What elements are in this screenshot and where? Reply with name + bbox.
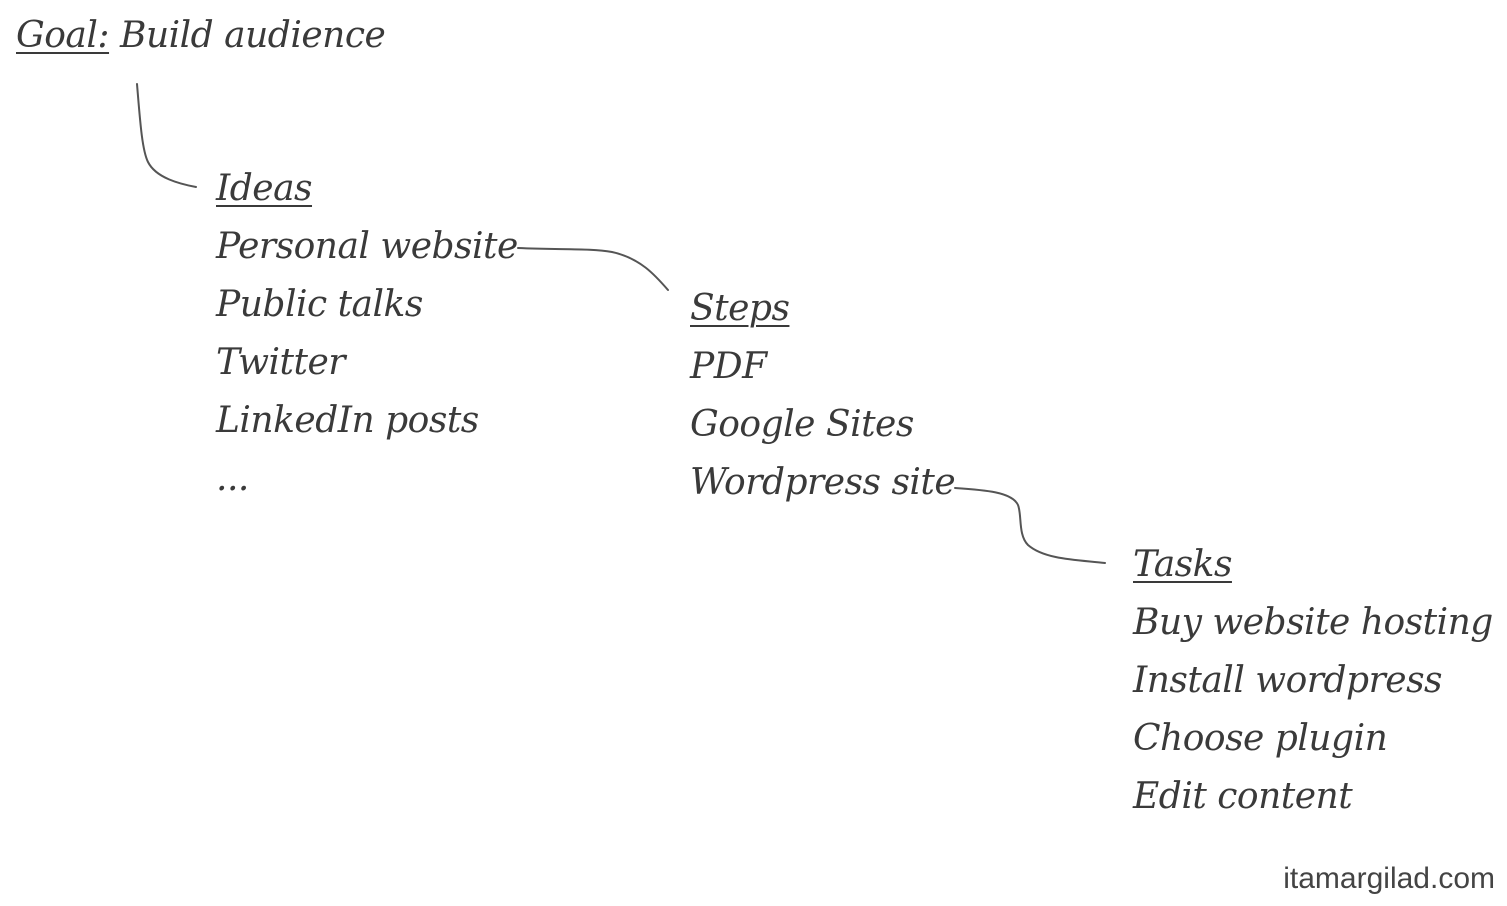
ideas-list: Ideas Personal website Public talks Twit… [216, 160, 518, 508]
steps-list: Steps PDF Google Sites Wordpress site [690, 280, 956, 512]
list-item: Personal website [216, 226, 518, 267]
ideas-heading-text: Ideas [216, 168, 313, 209]
goal-to-ideas-connector [136, 83, 197, 188]
tasks-list: Tasks Buy website hosting Install wordpr… [1133, 536, 1493, 826]
list-item: Install wordpress [1133, 660, 1443, 701]
goal-title: Goal: Build audience [16, 15, 386, 56]
goal-text: Build audience [120, 15, 386, 56]
steps-heading-text: Steps [690, 288, 790, 329]
watermark: itamargilad.com [1283, 862, 1495, 895]
list-item: Twitter [216, 342, 346, 383]
list-item: LinkedIn posts [216, 400, 479, 441]
ideas-heading: Ideas [216, 160, 518, 218]
list-item: Public talks [216, 284, 423, 325]
steps-to-tasks-connector [954, 487, 1106, 564]
list-item: Google Sites [690, 404, 914, 445]
tasks-heading-text: Tasks [1133, 544, 1232, 585]
list-item: ... [216, 458, 249, 499]
list-item: PDF [690, 346, 767, 387]
list-item: Wordpress site [690, 462, 956, 503]
list-item: Buy website hosting [1133, 602, 1493, 643]
list-item: Edit content [1133, 776, 1353, 817]
tasks-heading: Tasks [1133, 536, 1493, 594]
ideas-to-steps-connector [517, 247, 669, 291]
steps-heading: Steps [690, 280, 955, 338]
list-item: Choose plugin [1133, 718, 1388, 759]
goal-label: Goal: [16, 15, 110, 56]
